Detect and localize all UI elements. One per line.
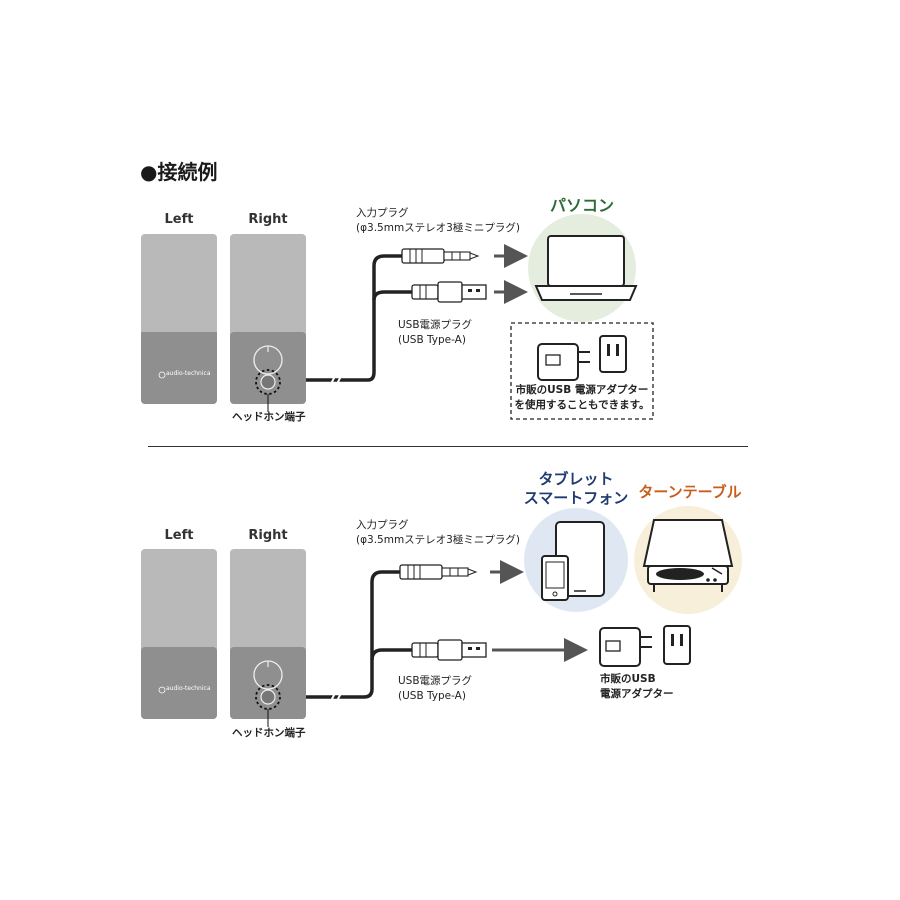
adapter-note: 市販のUSB 電源アダプター を使用することもできます。 bbox=[514, 384, 650, 411]
wall-outlet-icon bbox=[663, 625, 691, 665]
right-speaker-label: Right bbox=[248, 528, 288, 543]
adapter-note-box bbox=[510, 322, 654, 420]
usb-plug-icon bbox=[411, 281, 487, 303]
smartphone-icon bbox=[541, 555, 569, 601]
right-speaker-label: Right bbox=[248, 212, 288, 227]
left-speaker bbox=[141, 549, 217, 719]
brand-logo-icon bbox=[158, 371, 166, 379]
adapter-label: 市販のUSB 電源アダプター bbox=[600, 673, 674, 700]
usb-adapter-icon bbox=[537, 343, 590, 381]
section-title: ●接続例 bbox=[140, 160, 218, 184]
headphone-jack-label: ヘッドホン端子 bbox=[232, 727, 306, 739]
pc-label: パソコン bbox=[549, 196, 614, 215]
input-plug-label: 入力プラグ (φ3.5mmステレオ3極ミニプラグ) bbox=[356, 207, 520, 234]
usb-plug-label: USB電源プラグ (USB Type-A) bbox=[398, 319, 473, 346]
mini-plug-icon bbox=[401, 248, 480, 264]
wall-outlet-icon bbox=[599, 335, 627, 373]
right-speaker bbox=[230, 549, 306, 727]
turntable-icon bbox=[642, 519, 734, 592]
input-plug-label: 入力プラグ (φ3.5mmステレオ3極ミニプラグ) bbox=[356, 519, 520, 546]
brand-text: audio-technica bbox=[166, 685, 211, 692]
bottom-cable bbox=[306, 570, 412, 704]
usb-plug-label: USB電源プラグ (USB Type-A) bbox=[398, 675, 473, 702]
headphone-jack-icon bbox=[260, 374, 276, 390]
turntable-label: ターンテーブル bbox=[638, 483, 742, 501]
mini-plug-icon bbox=[399, 564, 478, 580]
left-speaker-label: Left bbox=[164, 212, 194, 227]
headphone-jack-icon bbox=[260, 689, 276, 705]
usb-adapter-icon bbox=[599, 627, 652, 667]
headphone-jack-label: ヘッドホン端子 bbox=[232, 411, 306, 423]
left-speaker-label: Left bbox=[164, 528, 194, 543]
usb-plug-icon bbox=[411, 639, 487, 661]
laptop-icon bbox=[534, 235, 638, 301]
brand-text: audio-technica bbox=[166, 370, 211, 377]
section-divider bbox=[148, 446, 748, 447]
tablet-smartphone-label: タブレット スマートフォン bbox=[523, 470, 629, 507]
top-cable bbox=[306, 254, 412, 387]
right-speaker bbox=[230, 234, 306, 412]
brand-logo-icon bbox=[158, 686, 166, 694]
left-speaker bbox=[141, 234, 217, 404]
